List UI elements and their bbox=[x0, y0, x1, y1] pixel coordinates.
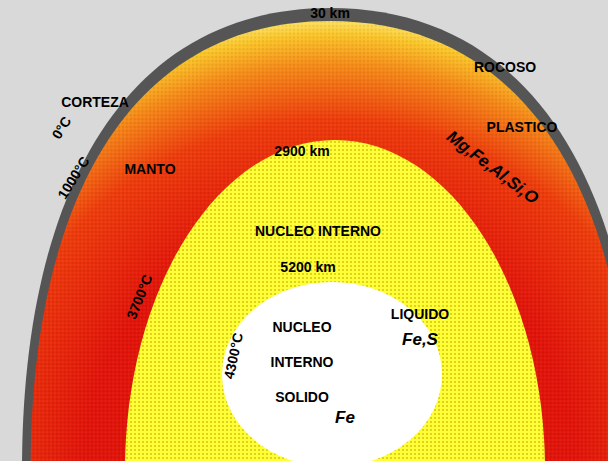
layer-annotation: 30 km bbox=[310, 6, 350, 21]
layer-annotation: PLASTICO bbox=[487, 120, 558, 135]
layer-annotation: 2900 km bbox=[274, 144, 329, 159]
layer-label: NUCLEO INTERNO SOLIDO bbox=[260, 310, 344, 415]
layer-annotation: 0°C bbox=[49, 114, 75, 142]
layer-annotation: ROCOSO bbox=[474, 60, 536, 75]
layer-label: Fe bbox=[335, 409, 355, 428]
layer-label: LIQUIDO bbox=[391, 307, 449, 322]
layer-annotation: MANTO bbox=[124, 162, 175, 177]
layer-annotation: CORTEZA bbox=[61, 95, 129, 110]
layer-label: 5200 km bbox=[280, 260, 335, 275]
layer-label: Fe,S bbox=[402, 331, 438, 350]
layer-label: NUCLEO INTERNO bbox=[255, 224, 381, 239]
